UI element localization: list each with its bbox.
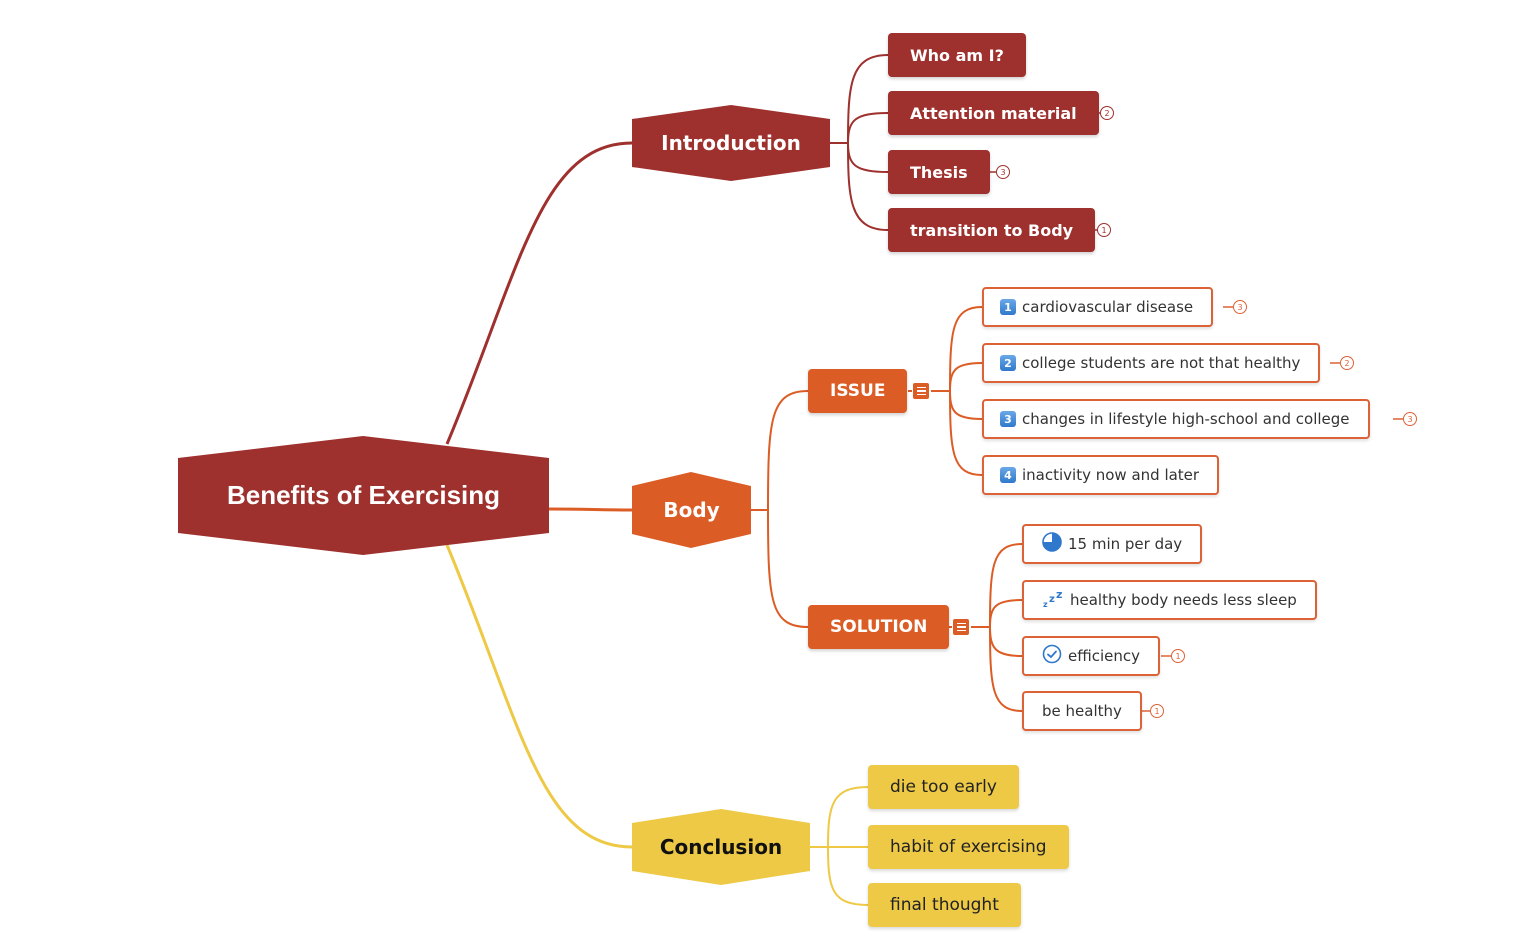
- connector-root-conclusion: [445, 544, 633, 849]
- pie-chart-icon: [1042, 532, 1062, 556]
- subtopic-label: Attention material: [910, 103, 1077, 123]
- leaf-changes-in-lifestyle[interactable]: 3 changes in lifestyle high-school and c…: [982, 399, 1370, 439]
- leaf-label: die too early: [890, 777, 997, 797]
- leaf-label: be healthy: [1042, 702, 1122, 720]
- child-count-badge[interactable]: 1: [1171, 649, 1185, 663]
- child-count-badge[interactable]: 1: [1150, 704, 1164, 718]
- check-circle-icon: [1042, 644, 1062, 668]
- introduction-hexagon-shape: [632, 105, 830, 181]
- priority-1-icon: 1: [1000, 299, 1016, 315]
- notes-icon[interactable]: [913, 383, 929, 399]
- child-count-badge[interactable]: 2: [1100, 106, 1114, 120]
- topic-introduction-label: Introduction: [661, 131, 801, 155]
- priority-3-icon: 3: [1000, 411, 1016, 427]
- child-count-badge[interactable]: 3: [1233, 300, 1247, 314]
- leaf-college-students[interactable]: 2 college students are not that healthy: [982, 343, 1321, 383]
- subtopic-label: ISSUE: [830, 381, 886, 401]
- root-hexagon-shape: [178, 436, 549, 555]
- subtopic-thesis[interactable]: Thesis: [888, 150, 990, 194]
- leaf-cardiovascular-disease[interactable]: 1 cardiovascular disease: [982, 287, 1214, 327]
- leaf-inactivity[interactable]: 4 inactivity now and later: [982, 455, 1220, 495]
- subtopic-issue[interactable]: ISSUE: [808, 369, 908, 413]
- body-hexagon-shape: [632, 472, 751, 548]
- leaf-15-min-per-day[interactable]: 15 min per day: [1022, 524, 1203, 564]
- leaf-label: changes in lifestyle high-school and col…: [1022, 410, 1350, 428]
- root-topic[interactable]: Benefits of Exercising: [178, 436, 549, 555]
- subtopic-label: SOLUTION: [830, 617, 928, 637]
- leaf-label: 15 min per day: [1068, 535, 1183, 553]
- subtopic-label: Who am I?: [910, 45, 1004, 65]
- topic-introduction[interactable]: Introduction: [632, 105, 830, 181]
- svg-text:z: z: [1043, 600, 1048, 609]
- count-stubs-issue: [1223, 306, 1403, 420]
- topic-body[interactable]: Body: [632, 472, 751, 548]
- topic-conclusion[interactable]: Conclusion: [632, 809, 810, 885]
- subtopic-solution[interactable]: SOLUTION: [808, 605, 950, 649]
- subtopic-label: Thesis: [910, 162, 968, 182]
- connector-root-body: [547, 507, 633, 512]
- sleep-zzz-icon: z z z: [1042, 588, 1064, 611]
- priority-4-icon: 4: [1000, 467, 1016, 483]
- leaf-habit-of-exercising[interactable]: habit of exercising: [868, 825, 1069, 869]
- subtopic-label: transition to Body: [910, 220, 1074, 240]
- leaf-label: final thought: [890, 895, 999, 915]
- root-topic-label: Benefits of Exercising: [226, 480, 501, 510]
- child-count-badge[interactable]: 3: [1403, 412, 1417, 426]
- connectors-issue: [908, 306, 983, 476]
- leaf-final-thought[interactable]: final thought: [868, 883, 1021, 927]
- connectors-solution: [948, 543, 1023, 712]
- subtopic-attention-material[interactable]: Attention material: [888, 91, 1099, 135]
- leaf-label: inactivity now and later: [1022, 466, 1200, 484]
- svg-text:z: z: [1049, 594, 1055, 605]
- priority-2-icon: 2: [1000, 355, 1016, 371]
- svg-text:z: z: [1056, 589, 1062, 601]
- notes-icon[interactable]: [953, 619, 969, 635]
- leaf-die-too-early[interactable]: die too early: [868, 765, 1019, 809]
- topic-body-label: Body: [663, 498, 720, 522]
- conclusion-hexagon-shape: [632, 809, 810, 885]
- subtopic-transition-to-body[interactable]: transition to Body: [888, 208, 1096, 252]
- connectors-introduction: [830, 54, 889, 231]
- leaf-be-healthy[interactable]: be healthy: [1022, 691, 1142, 731]
- leaf-efficiency[interactable]: efficiency: [1022, 636, 1161, 676]
- subtopic-who-am-i[interactable]: Who am I?: [888, 33, 1026, 77]
- child-count-badge[interactable]: 3: [996, 165, 1010, 179]
- leaf-label: healthy body needs less sleep: [1070, 591, 1297, 609]
- leaf-label: efficiency: [1068, 647, 1141, 665]
- child-count-badge[interactable]: 2: [1340, 356, 1354, 370]
- leaf-label: college students are not that healthy: [1022, 354, 1301, 372]
- leaf-healthy-body-less-sleep[interactable]: z z z healthy body needs less sleep: [1022, 580, 1317, 620]
- connectors-conclusion: [810, 786, 869, 906]
- leaf-label: cardiovascular disease: [1022, 298, 1194, 316]
- connector-root-introduction: [445, 141, 633, 445]
- topic-conclusion-label: Conclusion: [659, 835, 783, 859]
- leaf-label: habit of exercising: [890, 837, 1047, 857]
- child-count-badge[interactable]: 1: [1097, 223, 1111, 237]
- connectors-body: [751, 390, 809, 628]
